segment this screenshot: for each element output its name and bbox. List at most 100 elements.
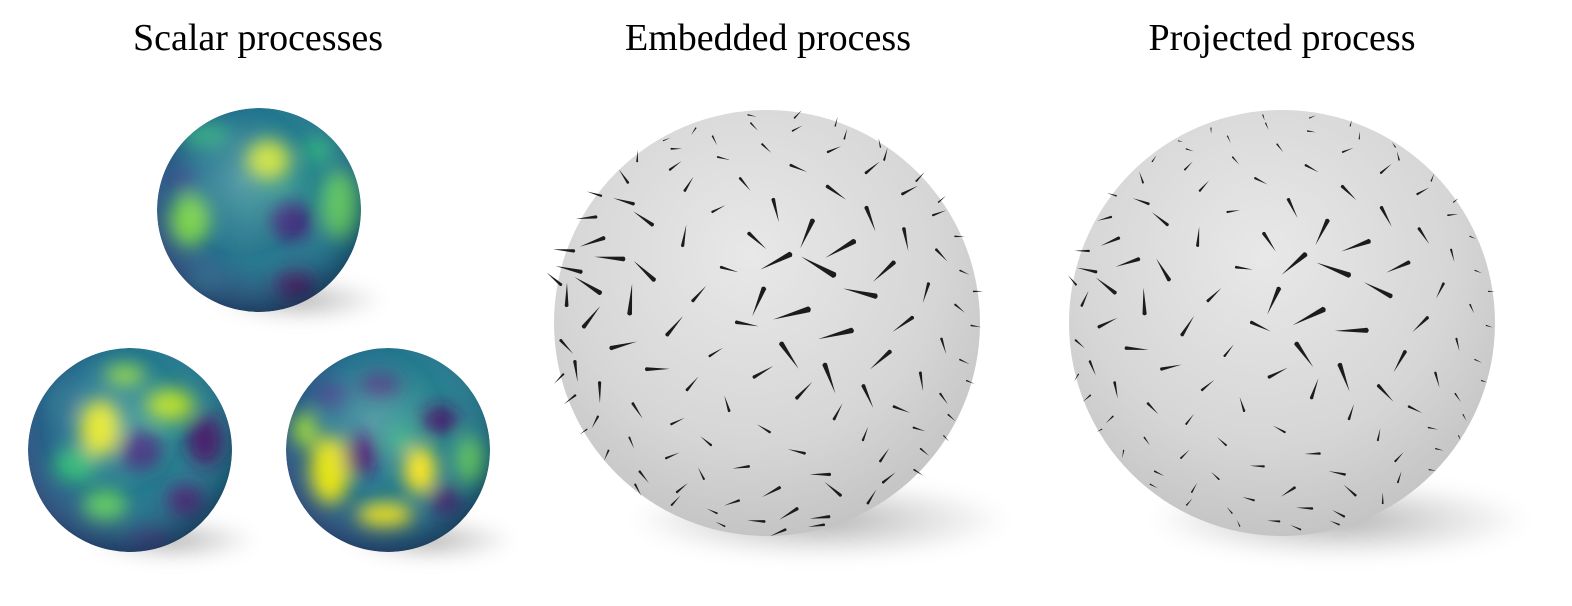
vector-arrow (1341, 147, 1354, 153)
vector-arrow (683, 176, 694, 192)
vector-arrow (1328, 471, 1346, 476)
vector-arrow (843, 128, 848, 140)
vector-arrow (1185, 413, 1194, 425)
vector-arrow (670, 417, 685, 426)
vector-arrow (1239, 396, 1246, 413)
vector-arrow (724, 499, 741, 506)
vector-arrow (1113, 381, 1118, 399)
vector-arrow (1315, 218, 1330, 246)
vector-arrow (937, 195, 946, 203)
vector-arrow (822, 362, 836, 394)
vector-arrow (1242, 497, 1255, 502)
vector-arrow (1334, 327, 1369, 333)
vector-arrow (824, 482, 842, 497)
vector-arrow (716, 156, 730, 160)
vector-arrow (1180, 315, 1195, 337)
vector-arrow (1436, 282, 1445, 299)
vector-arrow (1139, 171, 1144, 184)
vector-arrow (913, 468, 924, 476)
vector-arrow (1381, 492, 1384, 505)
vector-arrow (1292, 306, 1326, 326)
vector-arrow (1407, 405, 1423, 413)
vector-arrow (1146, 402, 1159, 415)
vector-arrow (818, 327, 854, 340)
vector-arrow (1076, 267, 1098, 274)
vector-arrow (691, 127, 697, 135)
vector-arrow (1487, 290, 1495, 292)
vector-arrow (1416, 187, 1430, 196)
vector-arrow (1290, 524, 1302, 531)
vector-arrow (628, 436, 635, 449)
vector-arrow (1068, 275, 1077, 286)
vector-arrow (901, 185, 918, 196)
scalar-sphere-bottom-right (286, 348, 490, 552)
vector-arrow (1097, 317, 1118, 329)
vector-arrow (579, 428, 588, 435)
vector-arrow (773, 306, 811, 320)
vector-arrow (1122, 449, 1125, 459)
vector-arrow (633, 260, 656, 282)
vector-arrow (1430, 173, 1435, 182)
vector-arrow (732, 465, 750, 469)
vector-arrow (564, 282, 569, 308)
vector-arrow (579, 236, 606, 247)
vector-arrow (749, 122, 758, 131)
vector-arrow (675, 483, 688, 494)
vector-arrow (760, 251, 793, 270)
vector-arrow (563, 394, 577, 405)
projected-arrow-field (1068, 114, 1495, 531)
vector-arrow (959, 358, 970, 365)
vector-arrow (1180, 449, 1190, 460)
vector-arrow (691, 285, 707, 303)
vector-arrow (670, 495, 681, 507)
vector-arrow (1316, 262, 1352, 278)
vector-arrow (795, 381, 813, 400)
vector-arrow (939, 392, 948, 405)
vector-arrow (808, 523, 826, 527)
vector-arrow (698, 467, 705, 481)
vector-arrow (1392, 142, 1396, 148)
vector-arrow (825, 184, 847, 200)
vector-arrow (1156, 258, 1171, 282)
vector-arrow (631, 402, 643, 419)
vector-arrow (662, 137, 671, 142)
vector-arrow (559, 338, 574, 354)
vector-arrow (1074, 249, 1090, 253)
vector-arrow (919, 447, 930, 456)
vector-arrow (724, 395, 731, 413)
vector-arrow (757, 424, 771, 434)
vector-arrow (1080, 290, 1089, 307)
vector-arrow (869, 349, 892, 370)
vector-arrow (866, 489, 877, 505)
vector-arrow (1474, 358, 1483, 363)
vector-arrow (809, 515, 831, 519)
vector-arrow (1376, 384, 1394, 402)
vector-arrow (1481, 379, 1487, 383)
vector-arrow (1107, 193, 1117, 197)
vector-arrow (685, 376, 699, 392)
vector-arrow (747, 231, 767, 250)
vector-arrow (1132, 198, 1150, 206)
vector-arrow (546, 272, 563, 287)
vector-arrow (825, 238, 857, 258)
vector-arrow (1394, 452, 1404, 463)
vector-arrow (1474, 269, 1482, 274)
vector-arrow (634, 483, 642, 496)
vector-arrow (954, 235, 965, 238)
vector-arrow (1096, 428, 1103, 432)
vector-arrow (1396, 471, 1402, 484)
vector-arrow (1151, 155, 1157, 163)
vector-arrow (892, 315, 915, 332)
vector-arrow (1160, 364, 1182, 371)
vector-arrow (1206, 288, 1222, 303)
vector-arrow (711, 205, 726, 214)
vector-arrow (1379, 163, 1392, 174)
vector-arrow (1095, 277, 1117, 295)
vector-arrow (1427, 426, 1439, 430)
vector-arrow (843, 288, 878, 299)
vector-arrow (1151, 212, 1169, 227)
vector-arrow (1185, 498, 1193, 506)
vector-arrow (879, 448, 890, 463)
vector-arrow (779, 341, 799, 369)
vector-arrow (574, 277, 602, 296)
